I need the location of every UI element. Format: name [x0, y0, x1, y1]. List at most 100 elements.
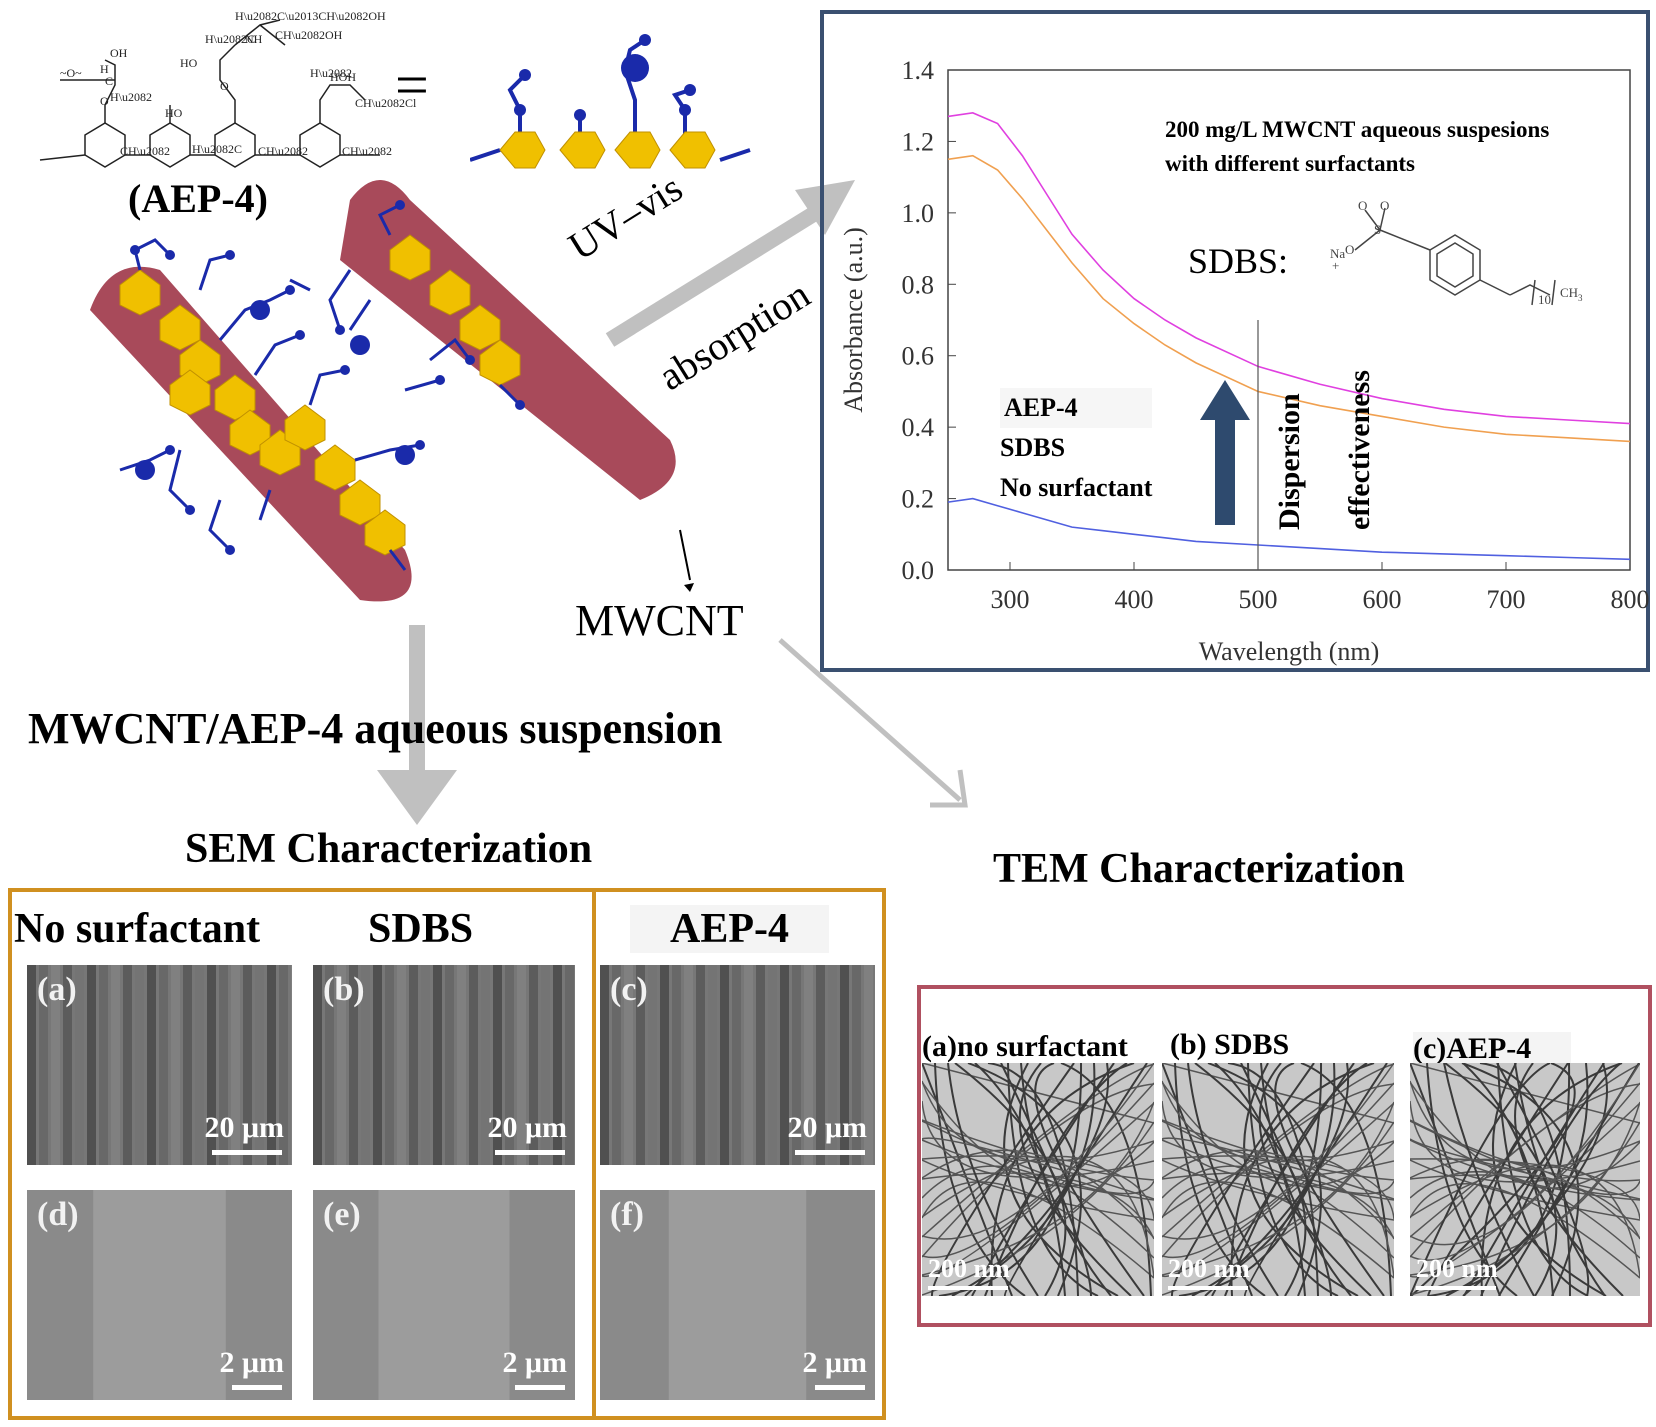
sem-scale-bar: [815, 1385, 865, 1390]
svg-text:H\u2082C\u2013CH\u2082OH: H\u2082C\u2013CH\u2082OH: [235, 9, 386, 23]
sdbs-structure: Na + O S O O 10 CH 3: [1330, 200, 1583, 307]
svg-text:NH: NH: [245, 32, 263, 46]
chart-annotation: 200 mg/L MWCNT aqueous suspesions with d…: [1165, 113, 1549, 181]
schematic-molecule: [470, 34, 751, 169]
x-tick-label: 400: [1115, 585, 1154, 614]
tem-arrow-head: [930, 769, 968, 808]
tem-panel: [917, 985, 1652, 1327]
y-tick-label: 0.0: [902, 556, 935, 585]
chem-o-minus: O: [1345, 242, 1354, 257]
tem-scale-bar: [1168, 1286, 1248, 1290]
sem-scale-label: 2 μm: [219, 1346, 285, 1379]
sem-texture: [313, 1190, 575, 1400]
uvvis-chart-frame: [820, 10, 1650, 672]
dispersion-label-line1: Dispersion: [1273, 393, 1306, 530]
y-tick-label: 0.8: [902, 270, 935, 299]
tem-label-a: (a)no surfactant: [922, 1030, 1128, 1063]
y-tick-label: 0.6: [902, 342, 935, 371]
tem-scale-bar: [1416, 1286, 1496, 1290]
legend-no-surfactant: No surfactant: [1000, 473, 1153, 502]
sem-arrow-head: [377, 770, 457, 825]
chem-na: Na: [1330, 246, 1345, 261]
x-tick-label: 500: [1239, 585, 1278, 614]
sem-texture: [600, 1190, 875, 1400]
series-line-2: [947, 497, 1631, 561]
dispersion-label-line2: effectiveness: [1343, 370, 1376, 530]
sem-texture: [27, 1190, 292, 1400]
svg-text:OH: OH: [110, 46, 128, 60]
sem-letter: (b): [323, 971, 365, 1008]
sem-scale-label: 20 μm: [787, 1111, 868, 1144]
sdbs-chem-label: SDBS:: [1188, 241, 1289, 281]
svg-text:H\u2082C: H\u2082C: [192, 142, 242, 156]
tem-label-c: (c)AEP-4: [1413, 1032, 1572, 1066]
tem-scale-label: 200 nm: [1168, 1254, 1250, 1283]
tem-scale-label: 200 nm: [1416, 1254, 1498, 1283]
series-line-0: [947, 112, 1631, 425]
tem-texture: [1162, 1063, 1394, 1296]
uv-arrow-head: [795, 180, 855, 235]
tem-texture: [1410, 1063, 1640, 1296]
chem-o1: O: [1380, 200, 1389, 213]
tem-scale-label: 200 nm: [928, 1254, 1010, 1283]
svg-text:CH\u2082: CH\u2082: [342, 144, 392, 158]
tem-image-1: 200 nm: [1162, 1063, 1394, 1296]
sem-texture: [27, 965, 292, 1165]
tem-label-b: (b) SDBS: [1170, 1028, 1290, 1061]
sem-letter: (e): [323, 1196, 361, 1233]
sem-col-no-surfactant: No surfactant: [14, 906, 261, 952]
series-line-1: [947, 154, 1631, 443]
x-tick-label: 600: [1363, 585, 1402, 614]
sem-image-3: (d) 2 μm: [27, 1190, 292, 1400]
tem-image-2: 200 nm: [1410, 1063, 1640, 1296]
svg-text:HO: HO: [180, 56, 198, 70]
chart-legend: AEP-4 SDBS No surfactant: [1000, 388, 1153, 508]
chem-plus: +: [1332, 258, 1339, 273]
svg-text:CH\u2082OH: CH\u2082OH: [275, 28, 343, 42]
legend-sdbs: SDBS: [1000, 433, 1066, 462]
chem-sub10: 10: [1538, 292, 1551, 307]
sem-letter: (f): [610, 1196, 644, 1233]
sem-image-5: (f) 2 μm: [600, 1190, 875, 1400]
y-tick-label: 0.2: [902, 485, 935, 514]
sem-scale-label: 20 μm: [487, 1111, 568, 1144]
y-tick-label: 1.0: [902, 199, 935, 228]
svg-text:CH\u2082: CH\u2082: [120, 144, 170, 158]
sem-scale-bar: [212, 1150, 282, 1155]
sem-image-1: (b) 20 μm: [313, 965, 575, 1165]
sem-scale-bar: [795, 1150, 865, 1155]
sem-letter: (d): [37, 1196, 79, 1233]
sem-image-2: (c) 20 μm: [600, 965, 875, 1165]
x-tick-label: 800: [1611, 585, 1650, 614]
sem-letter: (c): [610, 971, 648, 1008]
svg-text:O: O: [100, 94, 109, 108]
tem-arrow-shaft: [778, 638, 962, 802]
tem-title: TEM Characterization: [993, 846, 1405, 892]
chem-o2: O: [1358, 200, 1367, 213]
svg-text:C: C: [105, 74, 113, 88]
tem-image-0: 200 nm: [922, 1063, 1154, 1296]
sem-scale-label: 2 μm: [802, 1346, 868, 1379]
x-tick-label: 700: [1487, 585, 1526, 614]
sem-divider: [592, 890, 596, 1418]
dispersion-arrow: [1200, 380, 1250, 525]
y-tick-label: 1.2: [902, 127, 935, 156]
chem-sub3: 3: [1578, 293, 1583, 303]
sem-scale-label: 2 μm: [502, 1346, 568, 1379]
tem-texture: [922, 1063, 1154, 1296]
sem-scale-label: 20 μm: [204, 1111, 285, 1144]
x-tick-label: 300: [991, 585, 1030, 614]
sem-col-aep4: AEP-4: [630, 905, 829, 953]
uv-arrow-shaft: [605, 203, 825, 347]
sem-scale-bar: [515, 1385, 565, 1390]
annotation-line2: with different surfactants: [1165, 151, 1415, 176]
cnt-schematic: [90, 180, 676, 602]
chem-s: S: [1374, 222, 1381, 237]
molecule-name: (AEP-4): [128, 176, 268, 221]
equals-sign: =: [395, 52, 429, 118]
svg-text:CH\u2082: CH\u2082: [258, 144, 308, 158]
svg-text:H\u2082: H\u2082: [310, 66, 352, 80]
